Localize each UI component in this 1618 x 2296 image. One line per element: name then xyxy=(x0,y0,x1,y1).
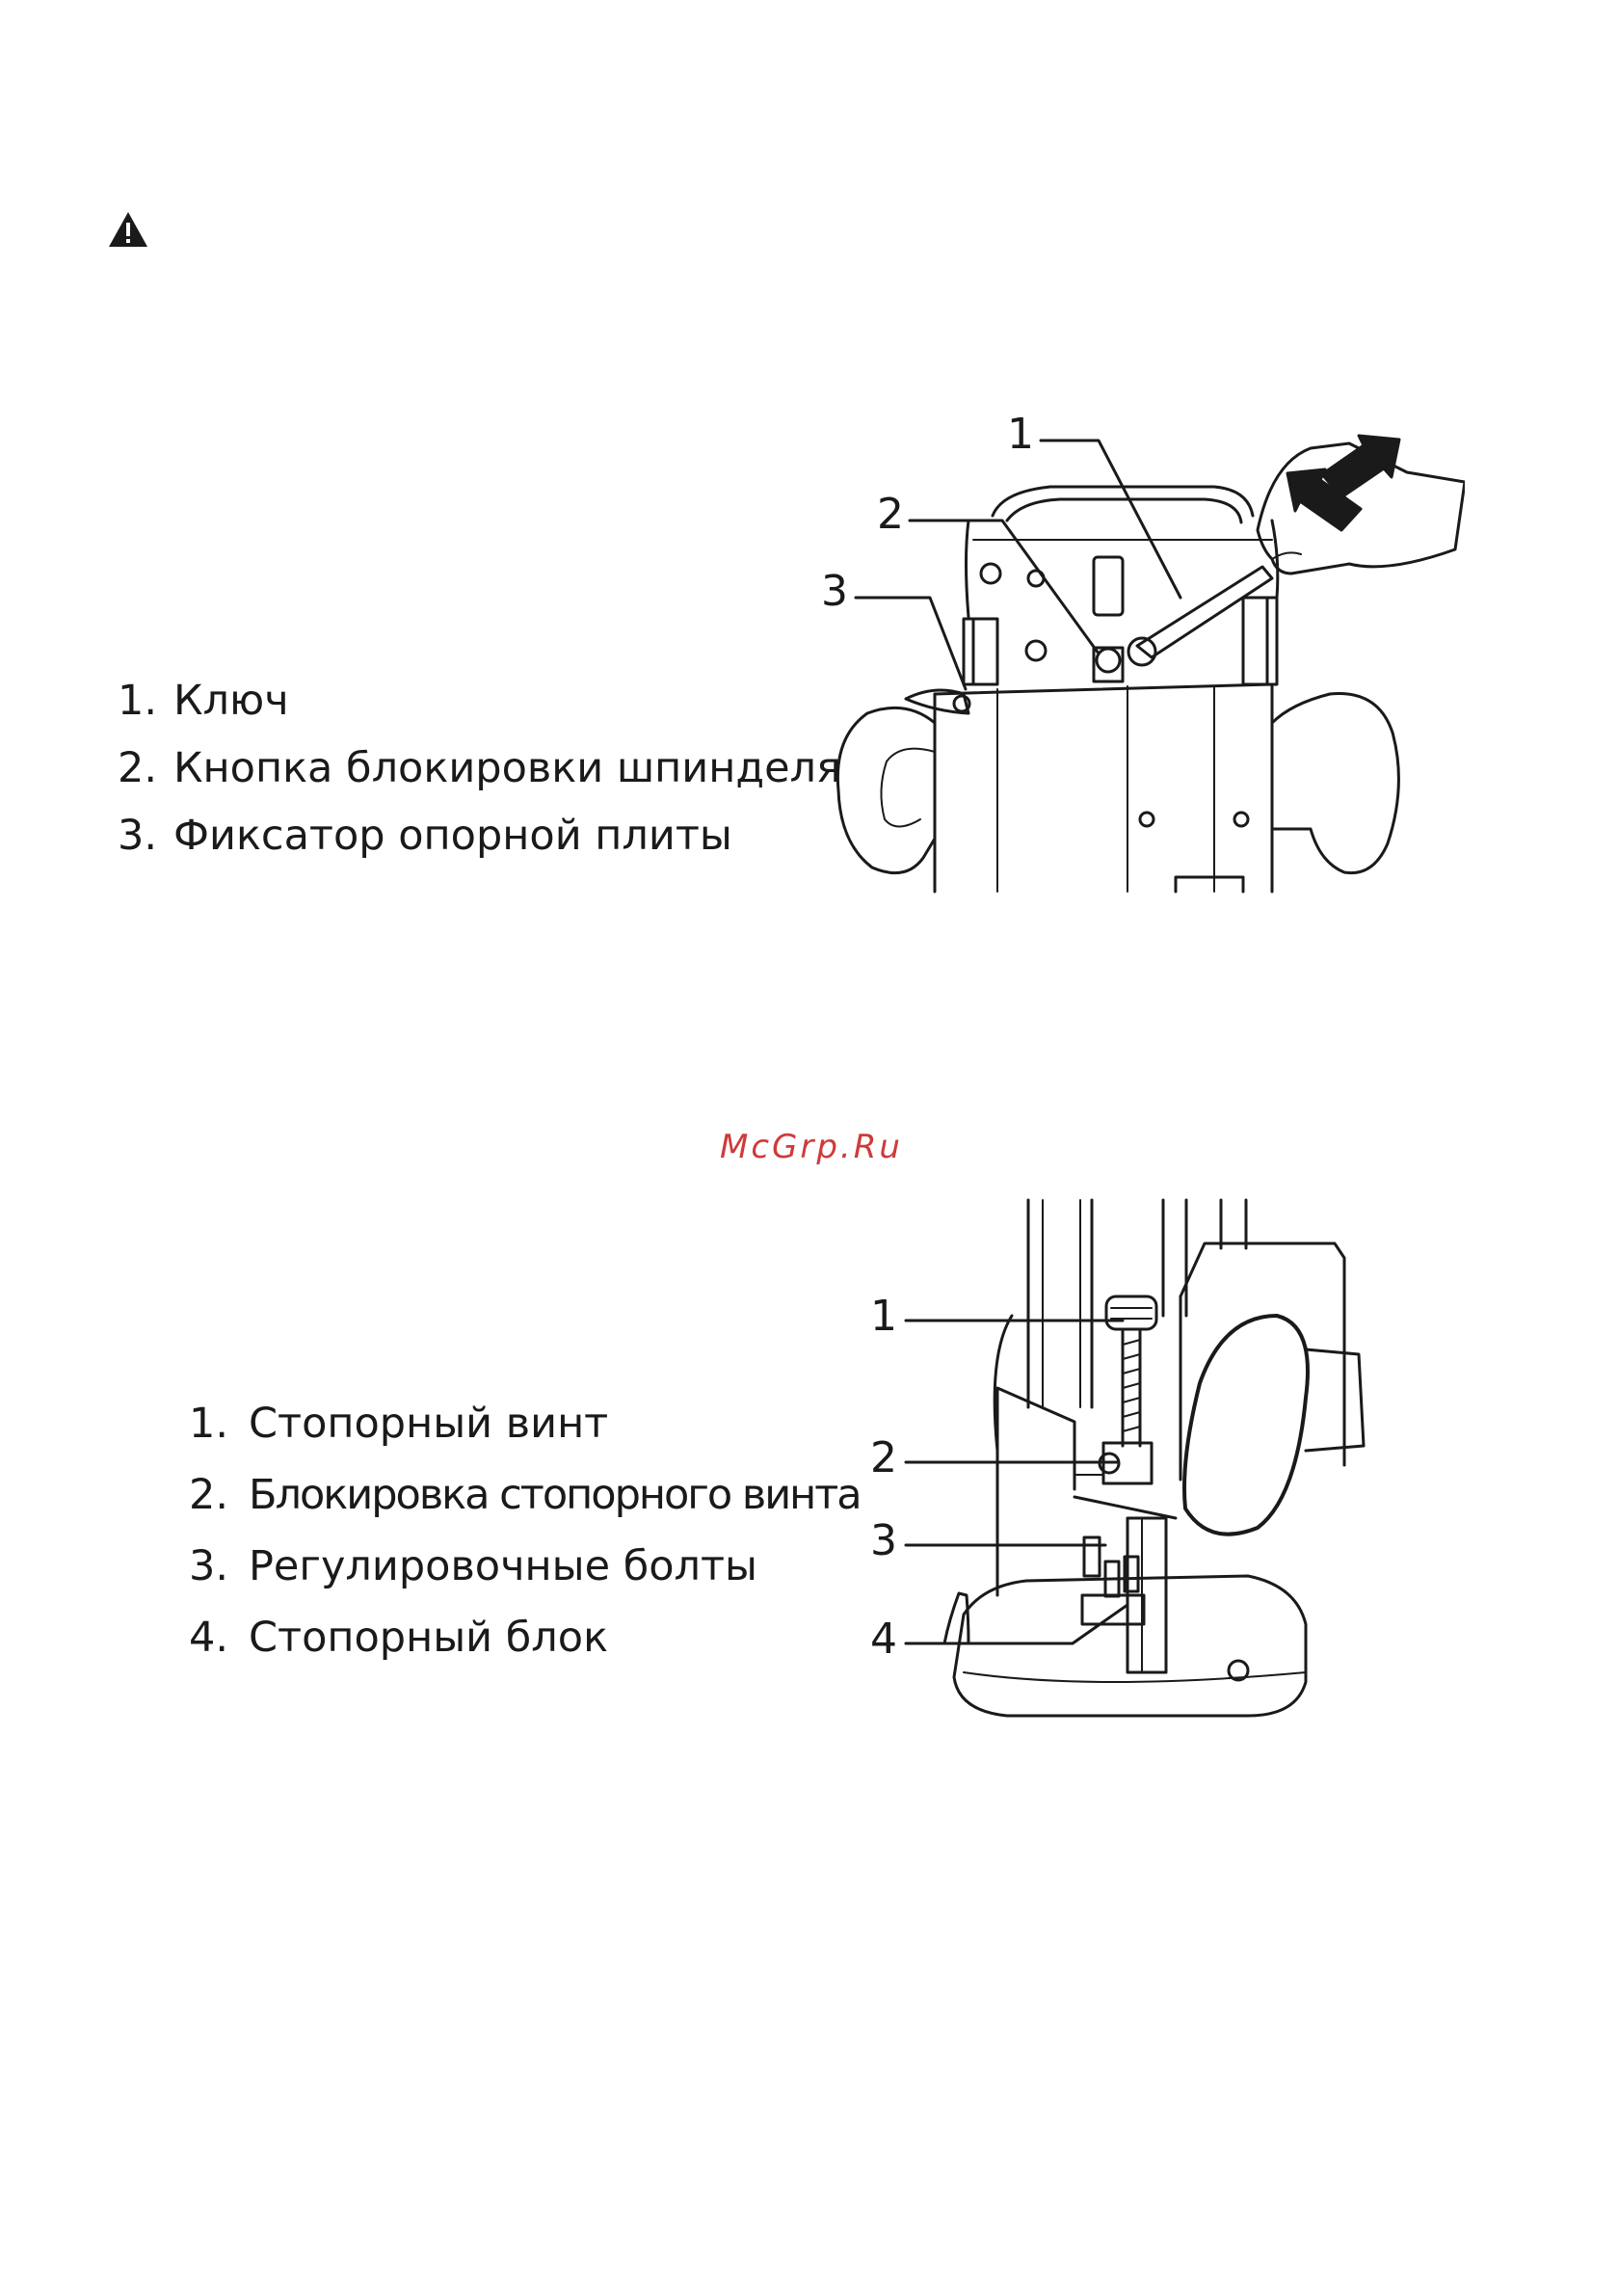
callout-1: 1 xyxy=(1007,410,1034,459)
callout-2: 2 xyxy=(870,1433,897,1482)
legend-number: 3. xyxy=(118,802,173,869)
legend-number: 2. xyxy=(118,734,173,802)
legend-item-stopper-block: 4. Стопорный блок xyxy=(189,1602,861,1673)
legend-label: Блокировка стопорного винта xyxy=(249,1459,861,1531)
legend-number: 4. xyxy=(189,1602,249,1673)
legend-item-spindle-lock: 2. Кнопка блокировки шпинделя xyxy=(118,734,841,802)
legend-label: Стопорный винт xyxy=(249,1388,608,1459)
legend-item-stopper-screw: 1. Стопорный винт xyxy=(189,1388,861,1459)
leader-line xyxy=(856,598,966,689)
callout-2: 2 xyxy=(877,490,904,539)
leader-line xyxy=(1041,441,1180,598)
legend-item-wrench: 1. Ключ xyxy=(118,667,841,734)
warning-icon xyxy=(107,210,149,249)
figure-2-legend: 1. Стопорный винт 2. Блокировка стопорно… xyxy=(189,1388,861,1673)
legend-label: Фиксатор опорной плиты xyxy=(173,802,732,869)
legend-item-adjusting-bolts: 3. Регулировочные болты xyxy=(189,1531,861,1602)
figure-2-router-stopper: 1 2 3 4 xyxy=(853,1190,1393,1730)
legend-label: Стопорный блок xyxy=(249,1602,608,1673)
watermark: McGrp.Ru xyxy=(720,1128,903,1166)
legend-number: 1. xyxy=(189,1388,249,1459)
legend-label: Регулировочные болты xyxy=(249,1531,757,1602)
callout-3: 3 xyxy=(870,1516,897,1565)
callout-3: 3 xyxy=(821,567,848,616)
legend-item-base-lock: 3. Фиксатор опорной плиты xyxy=(118,802,841,869)
legend-number: 1. xyxy=(118,667,173,734)
legend-number: 3. xyxy=(189,1531,249,1602)
legend-item-stopper-screw-lock: 2. Блокировка стопорного винта xyxy=(189,1459,861,1531)
legend-number: 2. xyxy=(189,1459,249,1531)
callout-4: 4 xyxy=(870,1615,897,1664)
figure-1-legend: 1. Ключ 2. Кнопка блокировки шпинделя 3.… xyxy=(118,667,841,869)
figure-1-router-wrench: 1 2 3 xyxy=(809,405,1465,906)
legend-label: Кнопка блокировки шпинделя xyxy=(173,734,841,802)
callout-1: 1 xyxy=(870,1292,897,1341)
legend-label: Ключ xyxy=(173,667,289,734)
